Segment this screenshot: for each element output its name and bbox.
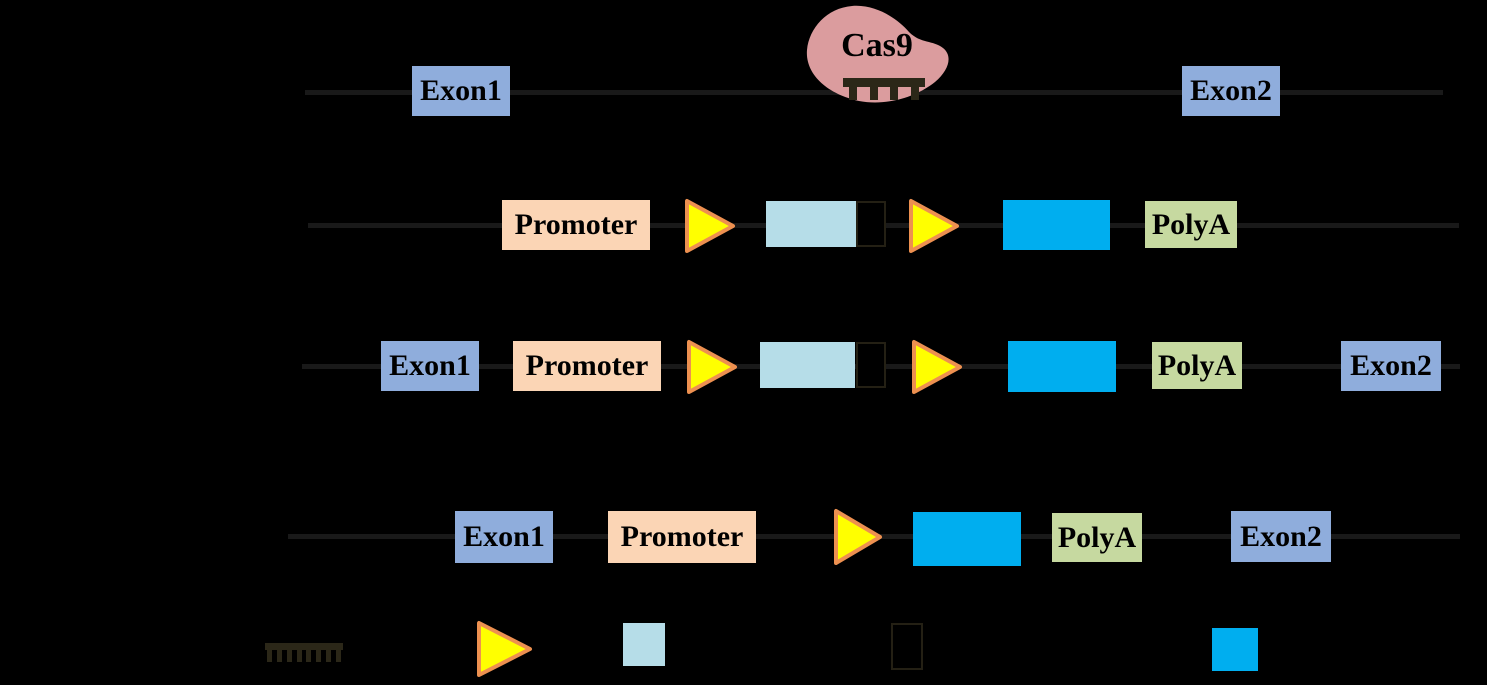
row2-triangle-arrow-icon-2 — [908, 198, 960, 254]
row1-exon1-box: Exon1 — [412, 66, 510, 116]
row4-promoter-label: Promoter — [620, 520, 744, 553]
row3-promoter-label: Promoter — [525, 349, 649, 382]
row2-blue-box-icon — [1003, 200, 1110, 250]
legend-outlined-box-icon — [891, 623, 923, 670]
row3-triangle-arrow-icon-2 — [911, 339, 963, 395]
row3-exon2-box: Exon2 — [1341, 341, 1441, 391]
row2-promoter-box: Promoter — [502, 200, 650, 250]
row3-polya-label: PolyA — [1157, 348, 1237, 382]
cas9-label: Cas9 — [796, 26, 958, 66]
row3-promoter-box: Promoter — [513, 341, 661, 391]
row1-exon1-label: Exon1 — [420, 74, 502, 107]
row4-triangle-arrow-icon — [833, 508, 883, 566]
row3-exon1-label: Exon1 — [389, 349, 471, 382]
row4-polya-label: PolyA — [1057, 520, 1137, 554]
row1-exon2-label: Exon2 — [1190, 74, 1272, 107]
row3-exon1-box: Exon1 — [381, 341, 479, 391]
row2-polya-box: PolyA — [1145, 201, 1237, 248]
row2-promoter-label: Promoter — [514, 208, 638, 241]
legend-light-blue-box-icon — [623, 623, 665, 666]
row2-light-blue-box-icon — [766, 201, 856, 247]
row4-exon1-label: Exon1 — [463, 520, 545, 553]
row3-polya-box: PolyA — [1152, 342, 1242, 389]
cas9-text: Cas9 — [841, 27, 913, 64]
row3-triangle-arrow-icon-1 — [686, 339, 738, 395]
row4-exon2-label: Exon2 — [1240, 519, 1322, 553]
row4-exon1-box: Exon1 — [455, 511, 553, 563]
row4-exon2-box: Exon2 — [1231, 511, 1331, 562]
row3-blue-box-icon — [1008, 341, 1116, 392]
row4-polya-box: PolyA — [1052, 513, 1142, 562]
legend-blue-box-icon — [1212, 628, 1258, 671]
row3-outlined-box-icon — [856, 342, 886, 388]
legend-triangle-arrow-icon — [476, 620, 534, 678]
row3-light-blue-box-icon — [760, 342, 855, 388]
row2-triangle-arrow-icon-1 — [684, 198, 736, 254]
row1-exon2-box: Exon2 — [1182, 66, 1280, 116]
grna-comb-icon — [843, 78, 925, 100]
row4-blue-box-icon — [913, 512, 1021, 566]
row4-promoter-box: Promoter — [608, 511, 756, 563]
row3-exon2-label: Exon2 — [1350, 349, 1432, 382]
legend-grna-comb-icon — [265, 643, 343, 662]
row2-polya-label: PolyA — [1151, 207, 1231, 241]
row2-outlined-box-icon — [856, 201, 886, 247]
